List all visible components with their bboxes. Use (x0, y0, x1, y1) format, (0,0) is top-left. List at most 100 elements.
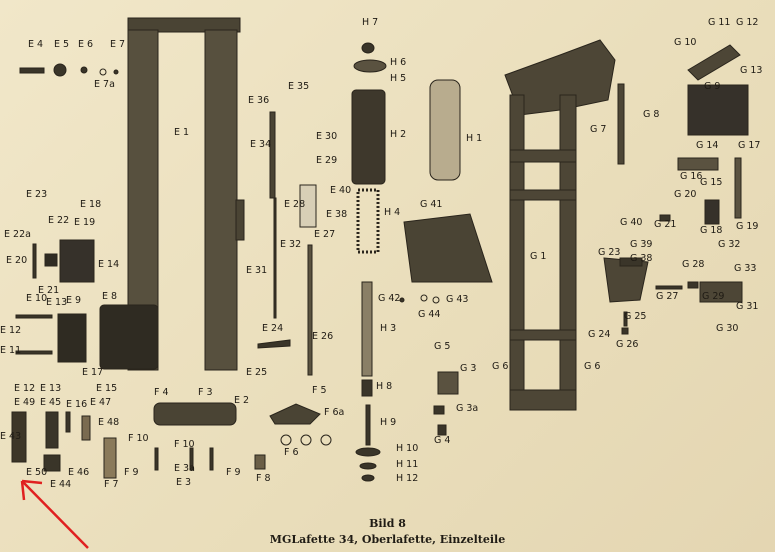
part-label-e20: E 20 (6, 255, 28, 266)
part-label-g11: G 11 (708, 17, 731, 28)
part-label-g13: G 13 (740, 65, 763, 76)
part-label-e23: E 23 (26, 189, 48, 200)
part-label-g29: G 29 (702, 291, 725, 302)
part-label-e32: E 32 (280, 239, 302, 250)
part-label-g8: G 8 (643, 109, 660, 120)
part-h2 (351, 89, 386, 185)
part-label-h8: H 8 (376, 381, 393, 392)
part-label-h1: H 1 (466, 133, 483, 144)
part-label-g28: G 28 (682, 259, 705, 270)
part-label-e25: E 25 (246, 367, 268, 378)
part-label-e48: E 48 (98, 417, 120, 428)
part-label-e3: E 3 (176, 477, 192, 488)
part-label-e22: E 22 (48, 215, 70, 226)
part-label-g42: G 42 (378, 293, 401, 304)
part-h4-spring (356, 188, 380, 254)
part-label-e7: E 7 (110, 39, 126, 50)
part-label-e44: E 44 (50, 479, 72, 490)
part-label-f7: F 7 (104, 479, 119, 490)
part-label-h9: H 9 (380, 417, 397, 428)
part-label-h3: H 3 (380, 323, 397, 334)
part-label-g32: G 32 (718, 239, 741, 250)
part-label-g3: G 3 (460, 363, 477, 374)
part-label-g12: G 12 (736, 17, 759, 28)
part-label-h12: H 12 (396, 473, 419, 484)
part-label-e43: E 43 (0, 431, 22, 442)
part-g1-frame (504, 39, 616, 411)
part-label-e30: E 30 (316, 131, 338, 142)
part-label-e4: E 4 (28, 39, 44, 50)
part-label-e11: E 11 (0, 345, 22, 356)
part-label-e34: E 34 (250, 139, 272, 150)
part-label-f6: F 6 (284, 447, 299, 458)
part-label-e35: E 35 (288, 81, 310, 92)
part-g41 (403, 213, 493, 283)
part-label-e13: E 13 (46, 297, 68, 308)
part-label-f8: F 8 (256, 473, 271, 484)
part-label-g14: G 14 (696, 140, 719, 151)
part-label-g9: G 9 (704, 81, 721, 92)
part-label-g3a: G 3a (456, 403, 479, 414)
part-label-e3a: E 3a (174, 463, 195, 474)
part-label-h7: H 7 (362, 17, 379, 28)
part-label-g25: G 25 (624, 311, 647, 322)
part-label-e1: E 1 (174, 127, 190, 138)
part-label-e27: E 27 (314, 229, 336, 240)
part-label-e18: E 18 (80, 199, 102, 210)
part-label-g15: G 15 (700, 177, 723, 188)
part-label-h5: H 5 (390, 73, 407, 84)
part-label-e19: E 19 (74, 217, 96, 228)
part-label-e10: E 10 (26, 293, 48, 304)
part-e9 (57, 313, 87, 363)
part-label-e45: E 45 (40, 397, 62, 408)
part-label-h6: H 6 (390, 57, 407, 68)
part-label-f5: F 5 (312, 385, 327, 396)
part-label-g44: G 44 (418, 309, 441, 320)
part-f3 (153, 402, 237, 426)
part-label-e46: E 46 (68, 467, 90, 478)
part-label-f4: F 4 (154, 387, 169, 398)
part-label-f9: F 9 (226, 467, 241, 478)
part-label-g41: G 41 (420, 199, 443, 210)
part-label-g43: G 43 (446, 294, 469, 305)
part-label-g27: G 27 (656, 291, 679, 302)
part-label-e14: E 14 (98, 259, 120, 270)
part-e1-frame (127, 17, 245, 371)
part-h3 (361, 281, 373, 377)
part-label-g6: G 6 (584, 361, 601, 372)
part-label-e24: E 24 (262, 323, 284, 334)
part-label-f10: F 10 (174, 439, 195, 450)
part-label-e9: E 9 (66, 295, 82, 306)
red-arrow-annotation (20, 479, 89, 549)
part-label-h4: H 4 (384, 207, 401, 218)
part-label-g33: G 33 (734, 263, 757, 274)
part-label-g40: G 40 (620, 217, 643, 228)
part-label-h10: H 10 (396, 443, 419, 454)
part-label-e50: E 50 (26, 467, 48, 478)
part-label-e28: E 28 (284, 199, 306, 210)
part-label-g18: G 18 (700, 225, 723, 236)
part-label-h2: H 2 (390, 129, 407, 140)
part-label-g7: G 7 (590, 124, 607, 135)
part-label-e2: E 2 (234, 395, 250, 406)
part-label-g31: G 31 (736, 301, 759, 312)
part-label-e29: E 29 (316, 155, 338, 166)
part-label-g21: G 21 (654, 219, 677, 230)
part-label-g5: G 5 (434, 341, 451, 352)
part-label-h11: H 11 (396, 459, 419, 470)
part-label-e26: E 26 (312, 331, 334, 342)
part-f5 (269, 403, 321, 425)
part-label-e38: E 38 (326, 209, 348, 220)
part-label-g30: G 30 (716, 323, 739, 334)
part-label-f9: F 9 (124, 467, 139, 478)
part-label-g19: G 19 (736, 221, 759, 232)
part-h1 (429, 79, 461, 181)
part-label-e40: E 40 (330, 185, 352, 196)
part-label-e6: E 6 (78, 39, 94, 50)
part-label-e7a: E 7a (94, 79, 115, 90)
part-label-e49: E 49 (14, 397, 36, 408)
part-label-g4: G 4 (434, 435, 451, 446)
part-label-e31: E 31 (246, 265, 268, 276)
